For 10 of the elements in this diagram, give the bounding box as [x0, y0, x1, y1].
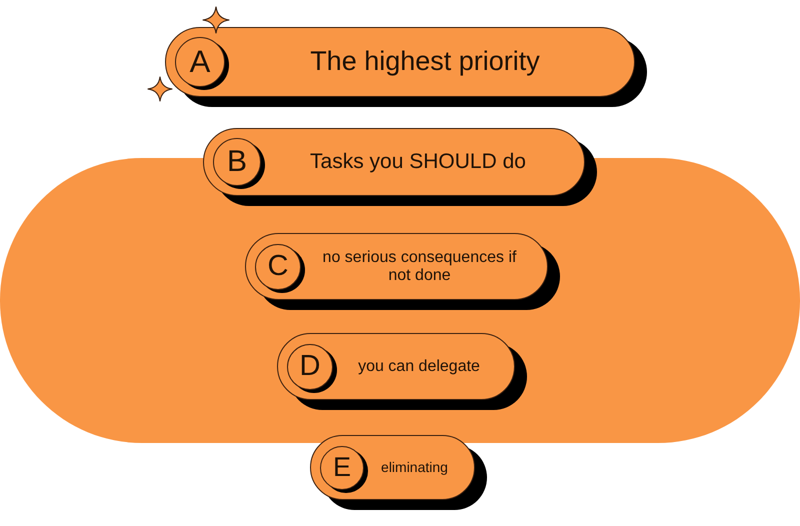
pill-label: eliminating: [381, 460, 448, 476]
pill-card: [245, 233, 560, 310]
pill-card: [203, 128, 597, 206]
pill-label: Tasks you SHOULD do: [310, 150, 526, 174]
pill-card: [277, 333, 527, 410]
pill-label: no serious consequences if not done: [322, 248, 518, 284]
pill-card: [310, 435, 487, 510]
pill-label: you can delegate: [358, 358, 480, 376]
pill-label: The highest priority: [310, 47, 540, 77]
pill-card: [165, 27, 647, 107]
